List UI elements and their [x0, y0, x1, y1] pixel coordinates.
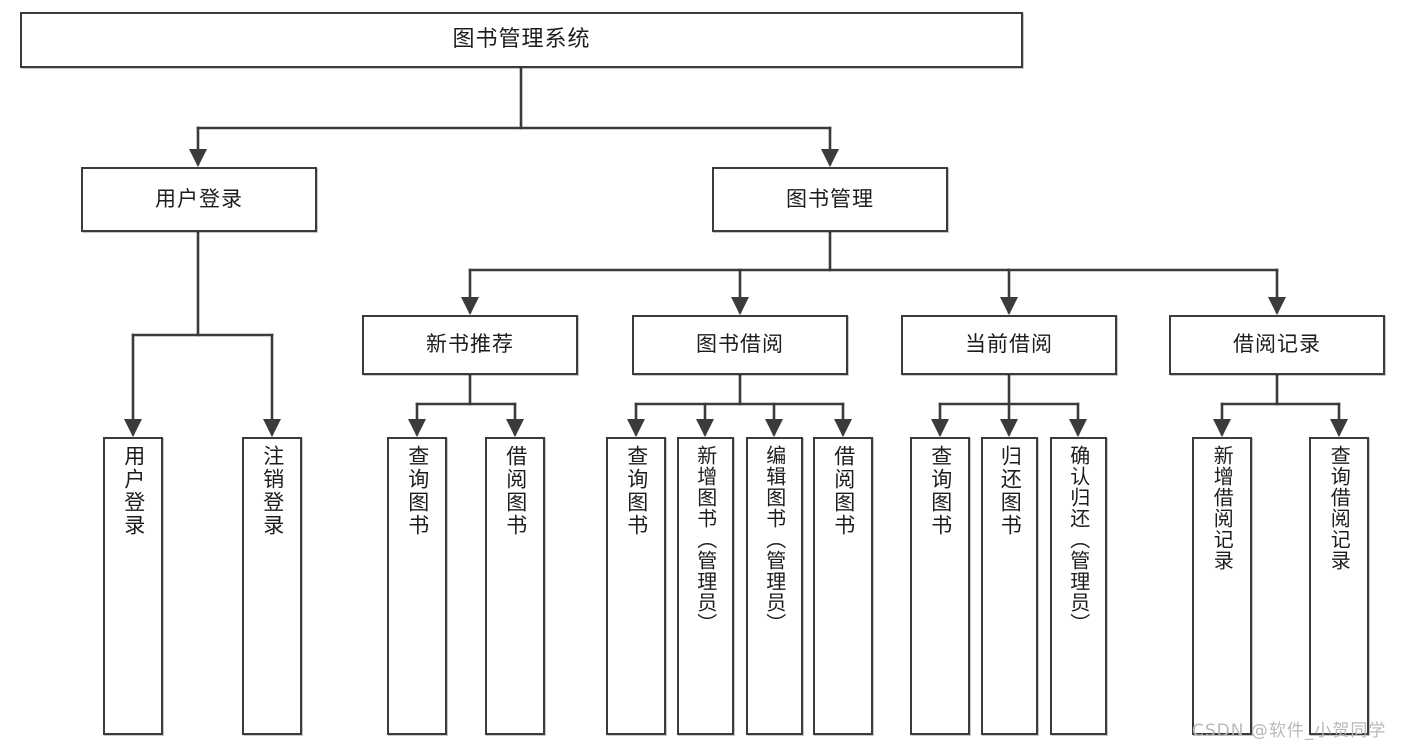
node-label: 图书管理系统	[452, 26, 591, 52]
node-label: 新增图书（管理员）	[693, 445, 718, 634]
node-label: 借阅记录	[1233, 332, 1321, 357]
node-current-borrow[interactable]: 当前借阅	[901, 315, 1117, 375]
node-label: 查询借阅记录	[1327, 445, 1352, 571]
node-label: 新增借阅记录	[1210, 445, 1235, 571]
csdn-watermark: CSDN @软件_小贺同学	[1192, 721, 1387, 741]
node-label: 图书管理	[786, 186, 874, 211]
leaf-book-borrow-edit-book-admin[interactable]: 编辑图书（管理员）	[746, 437, 803, 735]
node-label: 确认归还（管理员）	[1066, 445, 1091, 634]
node-label: 编辑图书（管理员）	[762, 445, 787, 634]
leaf-user-login[interactable]: 用户登录	[103, 437, 163, 735]
node-new-book-recommend[interactable]: 新书推荐	[362, 315, 578, 375]
node-label: 查询图书	[405, 445, 430, 537]
node-label: 图书借阅	[696, 332, 784, 357]
node-label: 注销登录	[260, 445, 285, 537]
node-label: 当前借阅	[965, 332, 1053, 357]
node-label: 新书推荐	[426, 332, 514, 357]
leaf-book-borrow-query-book[interactable]: 查询图书	[606, 437, 666, 735]
leaf-new-book-query-book[interactable]: 查询图书	[387, 437, 447, 735]
leaf-current-borrow-return-book[interactable]: 归还图书	[981, 437, 1038, 735]
node-user-login[interactable]: 用户登录	[81, 167, 317, 232]
node-book-management[interactable]: 图书管理	[712, 167, 948, 232]
node-label: 借阅图书	[503, 445, 528, 537]
node-book-borrow[interactable]: 图书借阅	[632, 315, 848, 375]
leaf-query-borrow-record[interactable]: 查询借阅记录	[1309, 437, 1369, 735]
node-label: 借阅图书	[831, 445, 856, 537]
node-label: 用户登录	[121, 445, 146, 537]
node-label: 归还图书	[998, 445, 1023, 537]
node-root-book-management-system[interactable]: 图书管理系统	[20, 12, 1023, 68]
leaf-new-book-borrow-book[interactable]: 借阅图书	[485, 437, 545, 735]
leaf-add-borrow-record[interactable]: 新增借阅记录	[1192, 437, 1252, 735]
node-label: 用户登录	[155, 186, 243, 211]
leaf-logout[interactable]: 注销登录	[242, 437, 302, 735]
leaf-current-borrow-query-book[interactable]: 查询图书	[910, 437, 970, 735]
node-label: 查询图书	[624, 445, 649, 537]
leaf-book-borrow-borrow-book[interactable]: 借阅图书	[813, 437, 873, 735]
leaf-current-borrow-confirm-return-admin[interactable]: 确认归还（管理员）	[1050, 437, 1107, 735]
leaf-book-borrow-add-book-admin[interactable]: 新增图书（管理员）	[677, 437, 734, 735]
node-borrow-record[interactable]: 借阅记录	[1169, 315, 1385, 375]
node-label: 查询图书	[928, 445, 953, 537]
